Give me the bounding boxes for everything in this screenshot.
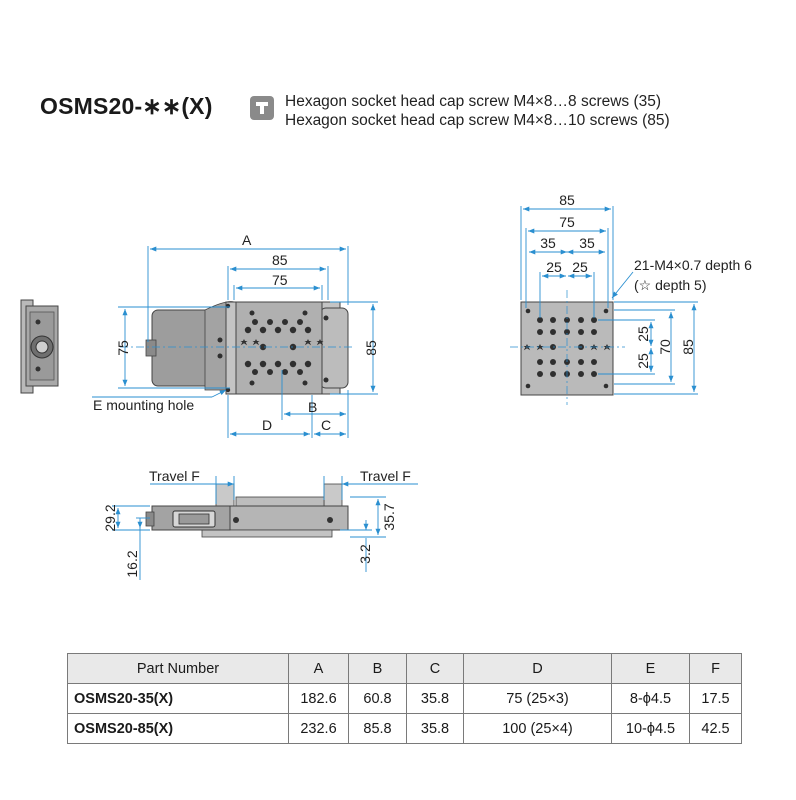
cell-b: 60.8 <box>348 683 407 714</box>
end-view-dimensions <box>520 206 698 395</box>
dim-75-vertical-label: 75 <box>115 340 131 356</box>
cell-f: 42.5 <box>689 713 742 744</box>
dim-35-7-label: 35.7 <box>381 503 397 530</box>
dim-c-label: C <box>321 417 331 433</box>
end-view <box>510 290 625 405</box>
end-dim-25-top-label: 25 <box>635 326 651 342</box>
page-title: OSMS20-∗∗(X) <box>40 93 213 119</box>
end-dim-75-label: 75 <box>559 214 575 230</box>
small-end-view <box>20 299 59 394</box>
top-view <box>120 301 355 395</box>
table-header-row: Part Number A B C D E F <box>67 653 742 684</box>
header-d: D <box>463 653 612 684</box>
header-e: E <box>611 653 690 684</box>
screw-icon <box>250 96 274 120</box>
top-view-dimensions <box>92 246 378 438</box>
header-f: F <box>689 653 742 684</box>
dim-d-label: D <box>262 417 272 433</box>
header-part-number: Part Number <box>67 653 289 684</box>
dim-29-2-label: 29.2 <box>102 504 118 531</box>
end-dim-25-left-label: 25 <box>546 259 562 275</box>
end-dim-85-label: 85 <box>559 192 575 208</box>
dim-85-label: 85 <box>272 252 288 268</box>
header-a: A <box>288 653 349 684</box>
cell-part-number: OSMS20-85(X) <box>67 713 289 744</box>
cell-c: 35.8 <box>406 713 464 744</box>
travel-left-label: Travel F <box>149 468 200 484</box>
spec-table: Part Number A B C D E F OSMS20-35(X) 182… <box>67 653 742 744</box>
dim-b-label: B <box>308 399 317 415</box>
cell-e: 10-ϕ4.5 <box>611 713 690 744</box>
table-row: OSMS20-85(X) 232.6 85.8 35.8 100 (25×4) … <box>67 713 742 744</box>
end-dim-35-right-label: 35 <box>579 235 595 251</box>
header-c: C <box>406 653 464 684</box>
header-b: B <box>348 653 407 684</box>
tap-note-line-2: (☆ depth 5) <box>634 277 706 293</box>
dim-3-2-label: 3.2 <box>357 544 373 564</box>
cell-d: 75 (25×3) <box>463 683 612 714</box>
cell-b: 85.8 <box>348 713 407 744</box>
cell-d: 100 (25×4) <box>463 713 612 744</box>
end-dim-85-side-label: 85 <box>680 339 696 355</box>
side-view-dimensions <box>112 476 418 580</box>
end-dim-25-right-label: 25 <box>572 259 588 275</box>
dim-16-2-label: 16.2 <box>124 550 140 577</box>
screw-note-line-2: Hexagon socket head cap screw M4×8…10 sc… <box>285 112 670 129</box>
end-dim-35-left-label: 35 <box>540 235 556 251</box>
travel-right-label: Travel F <box>360 468 411 484</box>
cell-e: 8-ϕ4.5 <box>611 683 690 714</box>
end-dim-70-label: 70 <box>657 339 673 355</box>
cell-c: 35.8 <box>406 683 464 714</box>
mounting-hole-label: E mounting hole <box>93 397 194 413</box>
table-row: OSMS20-35(X) 182.6 60.8 35.8 75 (25×3) 8… <box>67 683 742 714</box>
side-view <box>145 483 349 538</box>
cell-f: 17.5 <box>689 683 742 714</box>
tap-note-line-1: 21-M4×0.7 depth 6 <box>634 257 752 273</box>
end-dim-25-bottom-label: 25 <box>635 353 651 369</box>
screw-note-line-1: Hexagon socket head cap screw M4×8…8 scr… <box>285 93 662 110</box>
dim-75-label: 75 <box>272 272 288 288</box>
dim-a-label: A <box>242 232 252 248</box>
cell-part-number: OSMS20-35(X) <box>67 683 289 714</box>
cell-a: 232.6 <box>288 713 349 744</box>
cell-a: 182.6 <box>288 683 349 714</box>
dim-85-vertical-label: 85 <box>363 340 379 356</box>
